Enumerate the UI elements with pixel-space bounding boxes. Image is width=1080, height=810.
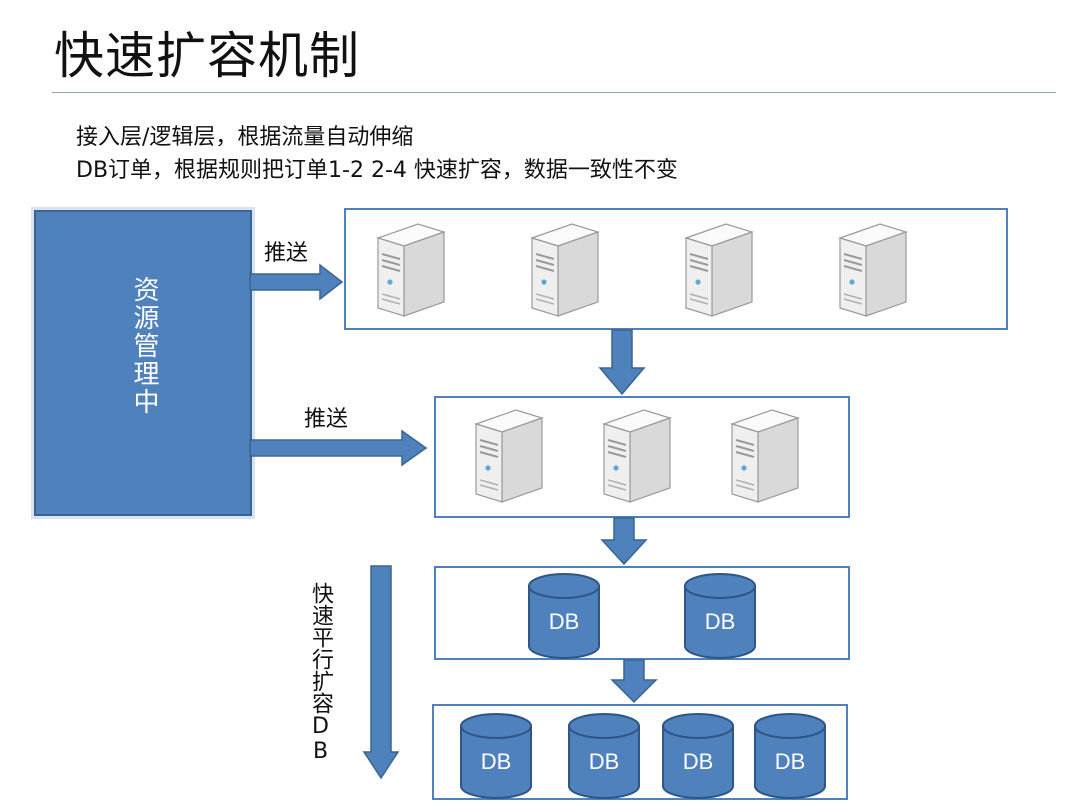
parallel-expand-arrow	[362, 565, 400, 780]
down-arrow-access-to-logic	[598, 329, 646, 396]
push-arrow-top	[249, 263, 344, 301]
parallel-expand-label: 快速平行扩容DB	[308, 582, 333, 764]
database-label: DB	[683, 749, 714, 774]
resource-management-center	[34, 210, 252, 516]
description-line-1: 接入层/逻辑层，根据流量自动伸缩	[76, 125, 414, 150]
server-icon	[530, 223, 600, 317]
database-label: DB	[481, 749, 512, 774]
down-arrow-logic-to-db	[600, 517, 648, 566]
server-icon	[730, 409, 800, 503]
database-icon: DB	[528, 573, 600, 659]
server-icon	[376, 223, 446, 317]
database-icon: DB	[662, 713, 734, 799]
database-icon: DB	[568, 713, 640, 799]
database-icon: DB	[460, 713, 532, 799]
database-label: DB	[775, 749, 806, 774]
down-arrow-db1-to-db2	[610, 659, 658, 704]
push-label-top: 推送	[264, 241, 309, 266]
title-divider	[52, 92, 1056, 93]
server-icon	[474, 409, 544, 503]
server-icon	[602, 409, 672, 503]
server-icon	[684, 223, 754, 317]
push-arrow-bottom	[249, 429, 428, 467]
push-label-bottom: 推送	[304, 407, 349, 432]
db-tier-1	[434, 566, 850, 660]
description-line-2: DB订单，根据规则把订单1-2 2-4 快速扩容，数据一致性不变	[76, 158, 678, 183]
database-icon: DB	[684, 573, 756, 659]
database-label: DB	[589, 749, 620, 774]
slide-title: 快速扩容机制	[54, 27, 360, 85]
database-label: DB	[705, 609, 736, 634]
server-icon	[838, 223, 908, 317]
database-icon: DB	[754, 713, 826, 799]
resource-management-center-label: 资源管理中	[129, 276, 159, 416]
database-label: DB	[549, 609, 580, 634]
